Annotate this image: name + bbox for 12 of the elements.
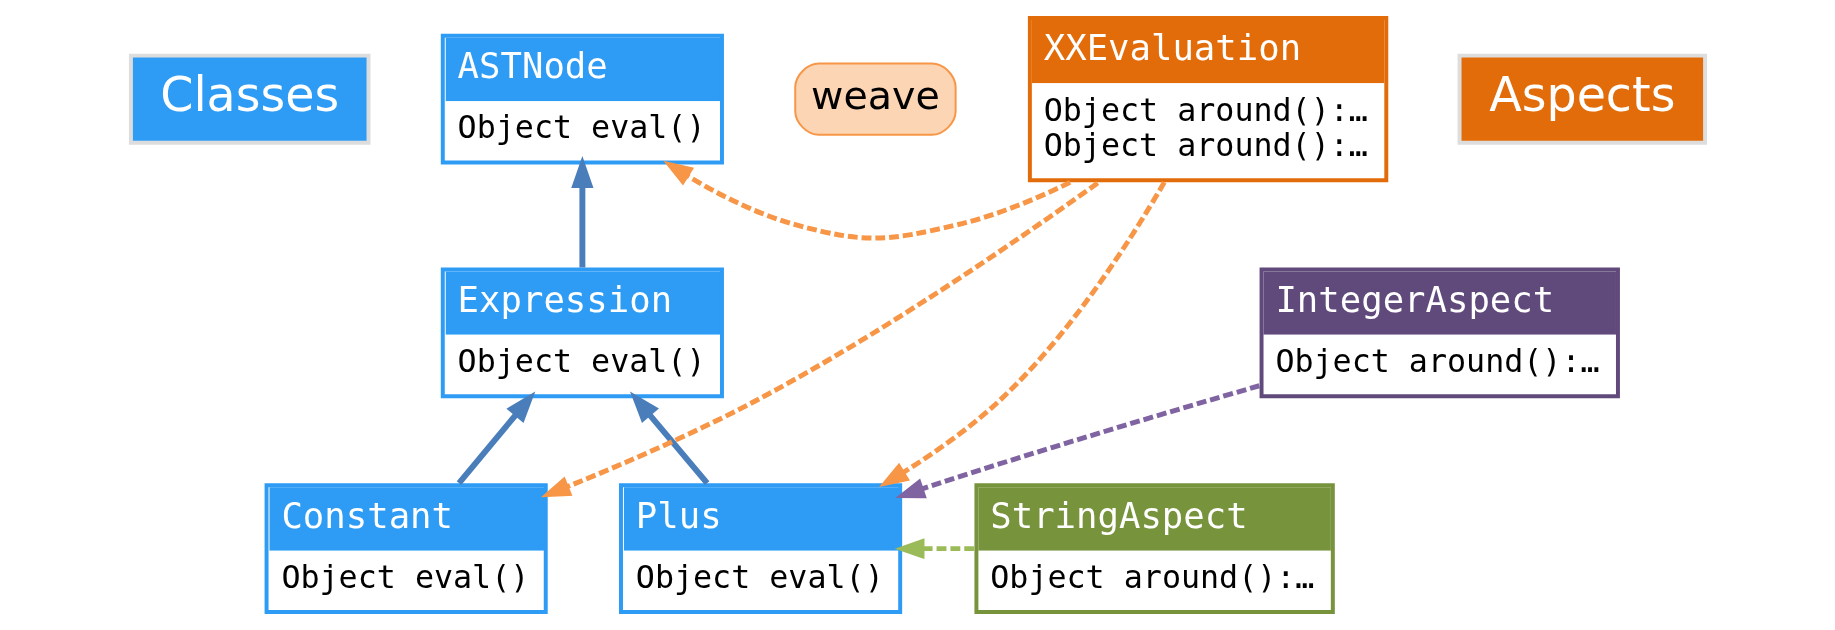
arrow bbox=[456, 391, 535, 485]
arrow bbox=[540, 180, 1099, 498]
node-box: Aspects bbox=[1457, 53, 1707, 145]
node-box: IntegerAspect Object around():… bbox=[1259, 267, 1620, 399]
arrow bbox=[894, 383, 1260, 499]
arrow bbox=[629, 391, 709, 485]
arrow bbox=[570, 156, 593, 268]
arrow bbox=[662, 160, 1071, 241]
node-box: Classes bbox=[128, 53, 370, 145]
arrow bbox=[878, 181, 1166, 488]
arrow bbox=[894, 538, 974, 560]
node-box: weave bbox=[793, 62, 957, 136]
